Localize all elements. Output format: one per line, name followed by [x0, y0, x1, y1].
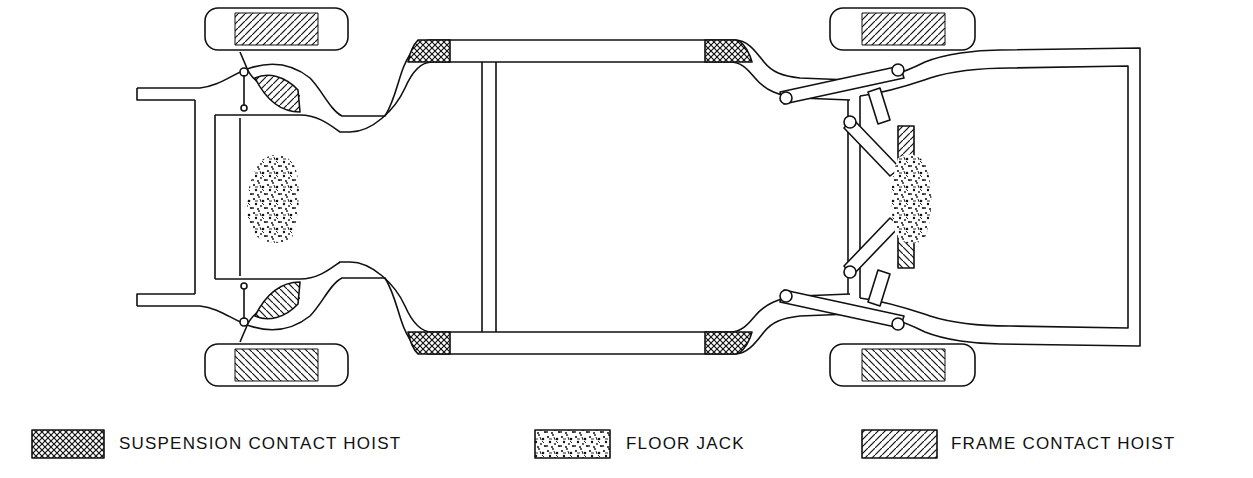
legend-swatch: [535, 430, 610, 458]
legend-swatch: [862, 430, 937, 458]
legend-swatch: [32, 430, 104, 458]
legend-label: SUSPENSION CONTACT HOIST: [119, 434, 401, 454]
legend-label: FRAME CONTACT HOIST: [951, 434, 1175, 454]
legend-label: FLOOR JACK: [626, 434, 745, 454]
